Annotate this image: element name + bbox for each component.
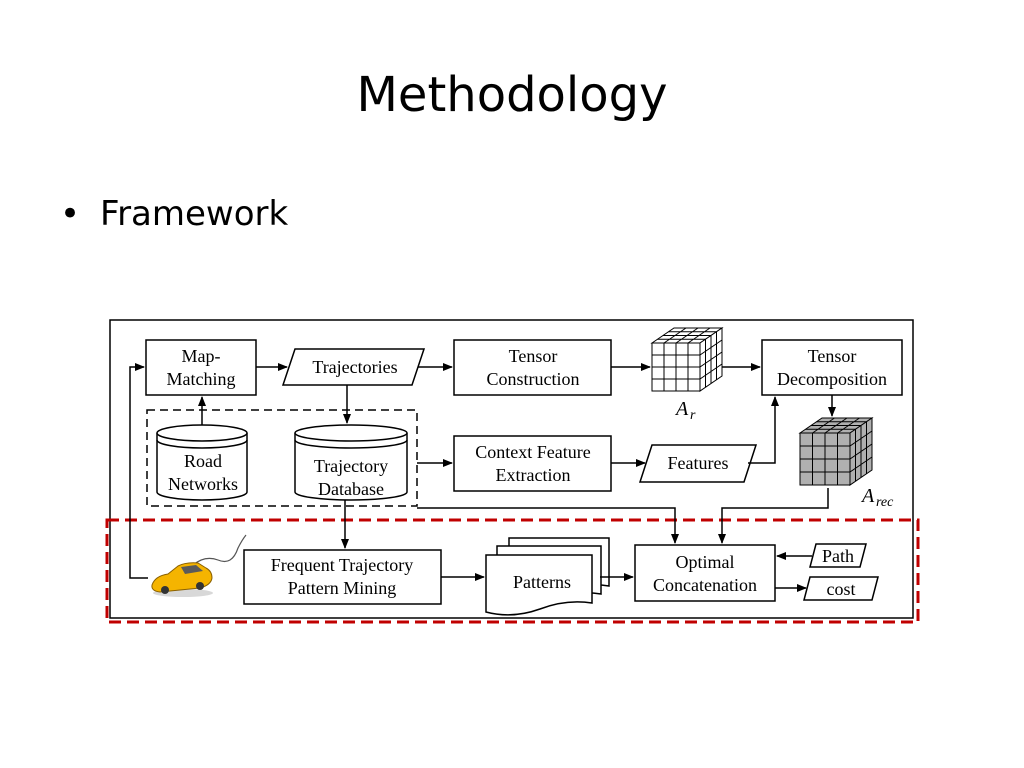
map-matching-label-2: Matching [167, 369, 236, 389]
path-node [809, 543, 867, 568]
bullet-item: • Framework [60, 190, 288, 238]
context-feature-extraction-box [453, 435, 612, 492]
path-label: Path [822, 546, 854, 566]
patterns-documents [485, 537, 610, 616]
optimal-concatenation-label-2: Concatenation [653, 575, 757, 595]
slide-title: Methodology [356, 67, 668, 123]
tensor-decomposition-label-2: Decomposition [777, 369, 887, 389]
outer-frame [109, 319, 914, 619]
road-networks-label-1: Road [184, 451, 222, 471]
map-matching-box [145, 339, 257, 396]
tensor-construction-label-1: Tensor [509, 346, 558, 366]
optimal-concatenation-label-1: Optimal [676, 552, 735, 572]
trajectory-database-label-1: Trajectory [314, 456, 388, 476]
pattern-mining-label-2: Pattern Mining [288, 578, 397, 598]
connector-arrows [129, 363, 836, 592]
features-label: Features [668, 453, 729, 473]
context-feature-label-2: Extraction [496, 465, 571, 485]
optimal-concatenation-box [634, 544, 776, 602]
road-networks-cylinder [156, 424, 248, 501]
pattern-mining-label-1: Frequent Trajectory [271, 555, 413, 575]
road-networks-label-2: Networks [168, 474, 238, 494]
tensor-arec-label: A [860, 485, 875, 507]
cost-label: cost [827, 579, 856, 599]
trajectories-node [281, 348, 426, 386]
tensor-decomposition-label-1: Tensor [808, 346, 857, 366]
data-sources-group [146, 409, 418, 507]
tensor-arec-cube [798, 417, 874, 486]
tensor-construction-label-2: Construction [487, 369, 580, 389]
bullet-text: Framework [100, 194, 289, 234]
tensor-arec-subscript: rec [876, 495, 894, 510]
highlight-region [105, 518, 920, 624]
patterns-label: Patterns [513, 572, 571, 592]
tensor-ar-label: A [674, 398, 689, 420]
trajectory-database-cylinder [294, 424, 408, 501]
tensor-ar-subscript: r [690, 408, 696, 423]
car-icon [151, 534, 247, 597]
tensor-ar-cube [650, 327, 724, 392]
trajectories-label: Trajectories [312, 357, 397, 377]
trajectory-database-label-2: Database [318, 479, 384, 499]
bullet-dot: • [60, 194, 81, 234]
cost-node [803, 576, 879, 601]
context-feature-label-1: Context Feature [475, 442, 590, 462]
features-node [638, 444, 758, 483]
map-matching-label-1: Map- [182, 346, 221, 366]
